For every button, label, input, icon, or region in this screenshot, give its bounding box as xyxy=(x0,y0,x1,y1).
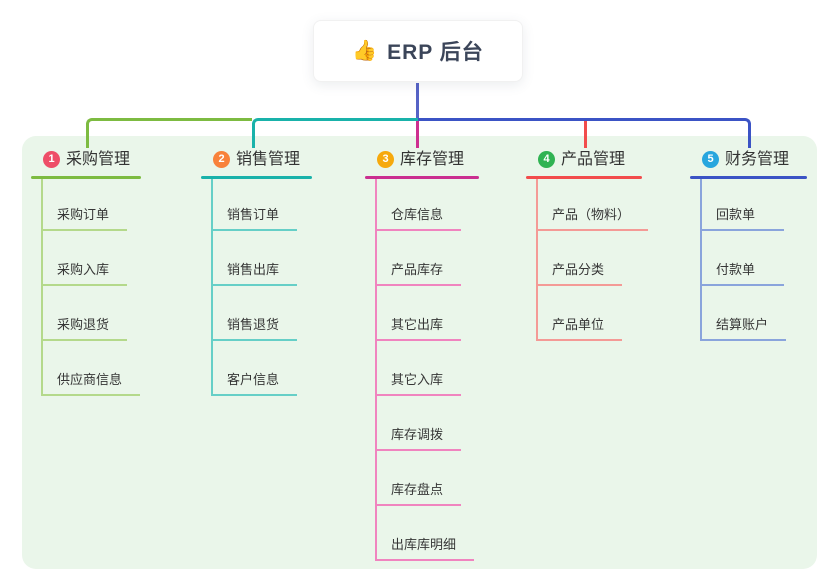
mindmap-node[interactable]: 其它入库 xyxy=(375,364,462,396)
mindmap-node[interactable]: 采购退货 xyxy=(41,309,128,341)
mindmap-node[interactable]: 产品库存 xyxy=(375,254,462,286)
mindmap-node-label: 出库库明细 xyxy=(391,537,457,552)
branch-title[interactable]: 产品管理 xyxy=(561,151,626,168)
branch-title[interactable]: 销售管理 xyxy=(236,151,301,168)
mindmap-node-label: 销售订单 xyxy=(227,207,280,222)
mindmap-node-label: 采购退货 xyxy=(57,317,110,332)
connector-branch-4 xyxy=(584,121,587,148)
mindmap-node-label: 销售出库 xyxy=(227,262,280,277)
mindmap-node-label: 库存调拨 xyxy=(391,427,444,442)
mindmap-node[interactable]: 库存调拨 xyxy=(375,419,462,451)
mindmap-node[interactable]: 结算账户 xyxy=(700,309,787,341)
branch-title[interactable]: 采购管理 xyxy=(66,151,131,168)
mindmap-node[interactable]: 库存盘点 xyxy=(375,474,462,506)
mindmap-node[interactable]: 产品单位 xyxy=(536,309,623,341)
mindmap-node-label: 采购入库 xyxy=(57,262,110,277)
branch-trunk-line xyxy=(536,179,538,341)
branches-panel xyxy=(22,136,817,569)
mindmap-node[interactable]: 销售订单 xyxy=(211,199,298,231)
branch-title-underline xyxy=(31,176,141,179)
mindmap-node[interactable]: 其它出库 xyxy=(375,309,462,341)
thumbs-up-icon: 👍 xyxy=(352,40,378,62)
mindmap-node[interactable]: 出库库明细 xyxy=(375,529,475,561)
mindmap-node-label: 采购订单 xyxy=(57,207,110,222)
branch-number-badge: 3 xyxy=(377,151,394,168)
root-node-label: ERP 后台 xyxy=(387,41,484,64)
mindmap-node[interactable]: 客户信息 xyxy=(211,364,298,396)
branch-trunk-line xyxy=(375,179,377,561)
branch-number-badge: 2 xyxy=(213,151,230,168)
mindmap-node-label: 其它入库 xyxy=(391,372,444,387)
branch-number-badge: 1 xyxy=(43,151,60,168)
connector-branch-2 xyxy=(252,118,418,148)
mindmap-node-label: 产品库存 xyxy=(391,262,444,277)
connector-branch-1 xyxy=(86,118,252,148)
mindmap-node[interactable]: 产品（物料） xyxy=(536,199,649,231)
mindmap-node-label: 产品单位 xyxy=(552,317,605,332)
mindmap-node-label: 结算账户 xyxy=(716,317,769,332)
mindmap-node-label: 回款单 xyxy=(716,207,756,222)
mindmap-node-label: 客户信息 xyxy=(227,372,280,387)
branch-trunk-line xyxy=(700,179,702,341)
mindmap-node-label: 产品分类 xyxy=(552,262,605,277)
mindmap-node[interactable]: 回款单 xyxy=(700,199,784,231)
mindmap-node[interactable]: 销售出库 xyxy=(211,254,298,286)
mindmap-node-label: 其它出库 xyxy=(391,317,444,332)
connector-root-line xyxy=(416,83,419,121)
branch-number-badge: 5 xyxy=(702,151,719,168)
branch-title[interactable]: 库存管理 xyxy=(400,151,465,168)
branch-title-underline xyxy=(690,176,807,179)
mindmap-node-label: 销售退货 xyxy=(227,317,280,332)
branch-title[interactable]: 财务管理 xyxy=(725,151,790,168)
connector-branch-5 xyxy=(418,118,751,148)
branch-trunk-line xyxy=(41,179,43,396)
mindmap-node[interactable]: 采购订单 xyxy=(41,199,128,231)
mindmap-node[interactable]: 销售退货 xyxy=(211,309,298,341)
connector-branch-3 xyxy=(416,121,419,148)
branch-title-underline xyxy=(365,176,479,179)
mindmap-node[interactable]: 仓库信息 xyxy=(375,199,462,231)
mindmap-node[interactable]: 供应商信息 xyxy=(41,364,141,396)
branch-trunk-line xyxy=(211,179,213,396)
mindmap-node[interactable]: 付款单 xyxy=(700,254,784,286)
mindmap-node[interactable]: 产品分类 xyxy=(536,254,623,286)
root-node[interactable]: 👍 ERP 后台 xyxy=(313,20,523,82)
mindmap-node-label: 仓库信息 xyxy=(391,207,444,222)
branch-title-underline xyxy=(201,176,312,179)
mindmap-node-label: 库存盘点 xyxy=(391,482,444,497)
mindmap-node-label: 付款单 xyxy=(716,262,756,277)
mindmap-node-label: 产品（物料） xyxy=(552,207,631,222)
mindmap-node[interactable]: 采购入库 xyxy=(41,254,128,286)
branch-number-badge: 4 xyxy=(538,151,555,168)
mindmap-node-label: 供应商信息 xyxy=(57,372,123,387)
branch-title-underline xyxy=(526,176,642,179)
